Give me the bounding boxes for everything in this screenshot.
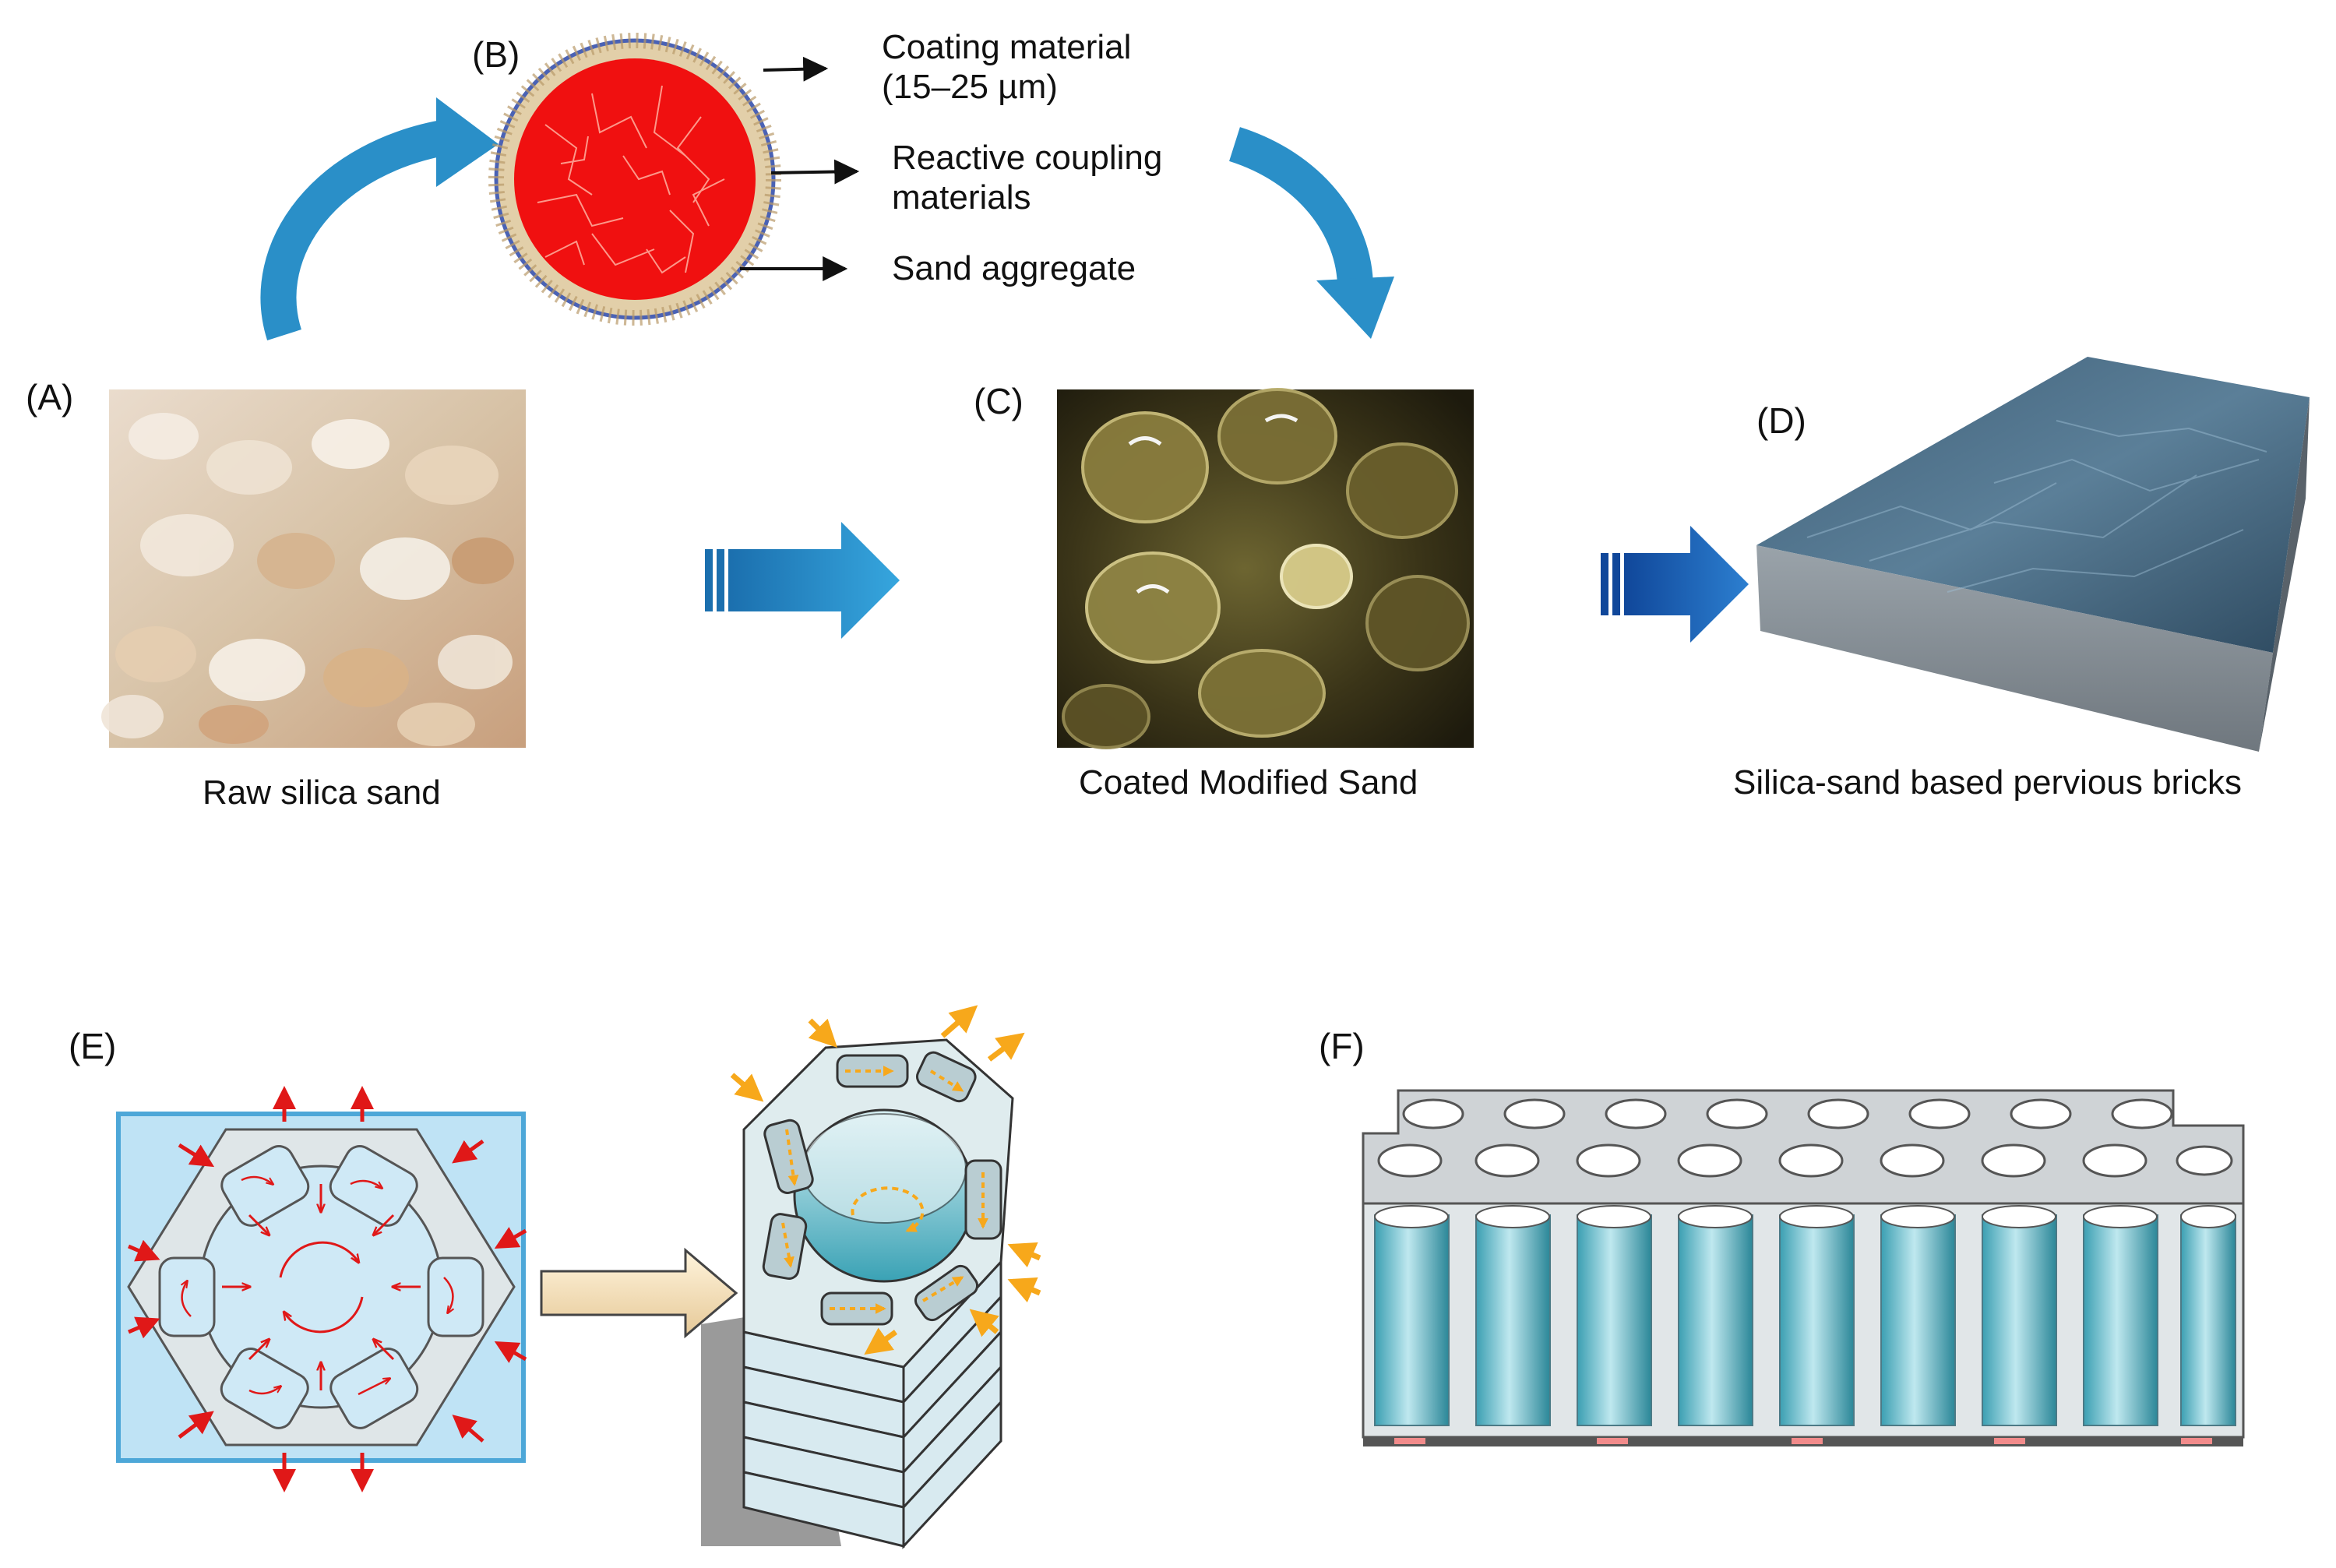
panel-label-a: (A)	[26, 377, 74, 418]
coated-grain-cross-section	[488, 33, 781, 326]
label-coating-material: Coating material (15–25 µm)	[882, 28, 1131, 107]
hexagon-cell-plan-view	[116, 1086, 527, 1492]
curved-arrow-a-to-b	[260, 97, 499, 340]
label-coating-line1: Coating material	[882, 28, 1132, 66]
pervious-brick-tube-array	[1362, 1089, 2245, 1446]
pervious-brick-image	[1756, 357, 2310, 752]
raw-sand-photo	[101, 389, 526, 748]
panel-label-f: (F)	[1319, 1026, 1365, 1066]
arrow-plan-to-3d	[540, 1247, 738, 1339]
caption-raw-sand: Raw silica sand	[203, 773, 441, 812]
label-coupling-line1: Reactive coupling	[892, 139, 1163, 177]
caption-coated-sand: Coated Modified Sand	[1079, 763, 1418, 802]
hexagon-column-3d	[701, 1005, 1041, 1549]
arrow-c-to-d	[1601, 526, 1749, 643]
label-sand-aggregate: Sand aggregate	[892, 249, 1136, 289]
pointer-coupling	[770, 159, 860, 185]
panel-label-d: (D)	[1756, 400, 1806, 441]
panel-label-b: (B)	[472, 34, 520, 75]
arrow-a-to-c	[705, 522, 900, 639]
label-reactive-coupling: Reactive coupling materials	[892, 139, 1162, 217]
caption-pervious-bricks: Silica-sand based pervious bricks	[1733, 763, 2242, 802]
panel-label-e: (E)	[69, 1026, 117, 1066]
label-coupling-line2: materials	[892, 178, 1031, 217]
curved-arrow-b-to-c	[1228, 127, 1394, 339]
coated-sand-photo	[1057, 388, 1474, 749]
label-coating-line2: (15–25 µm)	[882, 67, 1058, 106]
pointer-coating	[763, 56, 829, 82]
label-aggregate-line1: Sand aggregate	[892, 249, 1136, 287]
panel-label-c: (C)	[974, 381, 1024, 421]
